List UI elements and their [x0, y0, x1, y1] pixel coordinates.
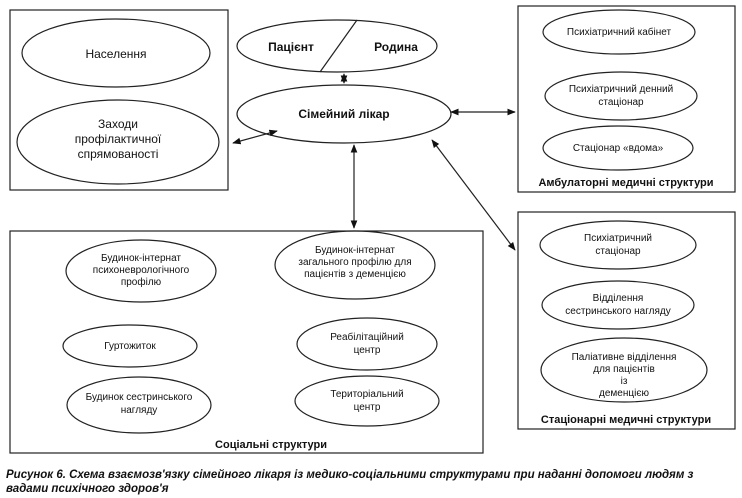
- family-label: Родина: [374, 40, 418, 54]
- inpatient-item-2: [541, 280, 695, 330]
- prevention-node: [16, 99, 220, 185]
- inpatient-box: [517, 211, 736, 430]
- patient-label: Пацієнт: [268, 40, 314, 54]
- ambulatory-item-3-label: Стаціонар «вдома»: [573, 143, 664, 154]
- inpatient-item-1: [539, 220, 697, 270]
- patient-family-node: [236, 19, 438, 73]
- ambulatory-title: Амбулаторні медичні структури: [538, 177, 713, 189]
- ambulatory-box: [517, 5, 736, 193]
- social-item-3: [62, 324, 198, 368]
- connector-inpatient: [431, 139, 516, 251]
- family-doctor-label: Сімейний лікар: [298, 107, 389, 121]
- population-node: [21, 18, 211, 88]
- social-item-4: [296, 317, 438, 371]
- social-item-6: [294, 375, 440, 427]
- ambulatory-item-3: [542, 125, 694, 171]
- social-item-5: [66, 376, 212, 434]
- social-box: [9, 230, 484, 454]
- inpatient-title: Стаціонарні медичні структури: [541, 414, 711, 426]
- left-group-box: [9, 9, 229, 191]
- social-item-2: [274, 230, 436, 300]
- patient-family-divider: [319, 19, 358, 73]
- social-item-1: [65, 239, 217, 303]
- ambulatory-item-1-label: Психіатричний кабінет: [567, 26, 672, 38]
- population-label: Населення: [85, 47, 146, 61]
- figure-caption: Рисунок 6. Схема взаємозв'язку сімейного…: [6, 468, 738, 496]
- connector-left: [232, 129, 278, 145]
- social-title: Соціальні структури: [215, 439, 327, 451]
- figure-caption-text: Рисунок 6. Схема взаємозв'язку сімейного…: [6, 469, 694, 495]
- inpatient-item-3: [540, 337, 708, 403]
- ambulatory-item-1: [542, 9, 696, 55]
- ambulatory-item-2: [544, 71, 698, 121]
- social-item-3-label: Гуртожиток: [104, 341, 156, 352]
